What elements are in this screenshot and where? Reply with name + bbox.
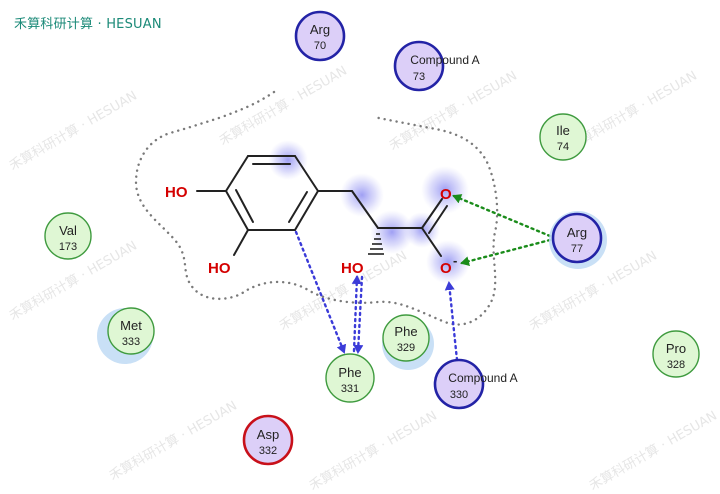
residue-number: 330 [450, 389, 468, 401]
ring-bond [225, 190, 249, 231]
residue-arg77[interactable]: Arg 77 [549, 211, 607, 269]
bond-c-oh-bottom [233, 229, 249, 256]
residue-met333[interactable]: Met 333 [97, 307, 155, 364]
atom-ho-bottom: HO [208, 260, 231, 277]
residue-compound-a-330[interactable]: Compound A 330 [433, 358, 518, 410]
residue-ile74[interactable]: Ile 74 [539, 113, 587, 161]
residue-name: Met [120, 318, 142, 333]
residue-phe331[interactable]: Phe 331 [325, 353, 375, 403]
atom-charge: - [453, 253, 457, 268]
brand-label: 禾算科研计算 · HESUAN [14, 17, 162, 32]
atom-ho-top: HO [165, 184, 188, 201]
residue-name: Arg [567, 225, 587, 240]
residue-number: 332 [259, 445, 277, 457]
ring-double-bond [288, 191, 308, 223]
residue-name: Phe [338, 365, 361, 380]
ring-bond [294, 190, 319, 231]
residue-pro328[interactable]: Pro 328 [652, 330, 700, 378]
atom-o-carbonyl: O [440, 186, 452, 203]
residue-name: Asp [257, 427, 279, 442]
exposure-glow [404, 212, 440, 248]
residue-asp332[interactable]: Asp 332 [242, 414, 294, 466]
residue-number: 328 [667, 359, 685, 371]
bond-ch2-ch [351, 190, 379, 229]
residues: Arg 70 Compound A 73 Ile 74 Val 173 [44, 10, 700, 466]
residue-name: Compound A [448, 371, 517, 385]
residue-name: Compound A [410, 53, 479, 67]
hbond-blue [444, 281, 459, 362]
ring-double-bond [235, 189, 254, 223]
residue-number: 333 [122, 336, 140, 348]
residue-phe329[interactable]: Phe 329 [382, 314, 434, 370]
ligand-labels: HO HO HO O O - [165, 184, 457, 277]
pocket-outline [134, 90, 499, 326]
residue-name: Ile [556, 123, 570, 138]
interaction-diagram: 禾算科研计算 · HESUAN 禾算科研计算 · HESUAN 禾算科研计算 ·… [7, 10, 720, 494]
residue-compound-a-73[interactable]: Compound A 73 [393, 40, 480, 92]
stereo-hash-bond [368, 233, 384, 255]
bond-c-o-double [421, 198, 443, 229]
residue-number: 73 [413, 71, 425, 83]
bond-c-o-single [421, 227, 442, 257]
exposure-glow [370, 210, 414, 254]
hbond-green [452, 194, 552, 238]
residue-number: 70 [314, 40, 326, 52]
bond-c-o-double-2 [428, 205, 448, 234]
residue-number: 329 [397, 342, 415, 354]
residue-name: Phe [394, 324, 417, 339]
atom-ho-chiral: HO [341, 260, 364, 277]
ring-bond [294, 155, 319, 192]
residue-number: 74 [557, 141, 569, 153]
hbond-blue [353, 275, 364, 354]
residue-number: 331 [341, 383, 359, 395]
hbond-blue [351, 275, 362, 353]
residue-val173[interactable]: Val 173 [44, 212, 92, 260]
exposure-glow [340, 173, 384, 217]
atom-o-carboxylate: O [440, 260, 452, 277]
interaction-lines [294, 194, 552, 362]
ligand-bonds [196, 155, 448, 257]
hbond-green [460, 238, 552, 267]
exposure-glow [268, 140, 308, 180]
residue-name: Pro [666, 341, 686, 356]
residue-name: Val [59, 223, 77, 238]
ring-bond [225, 155, 249, 192]
residue-number: 77 [571, 243, 583, 255]
residue-name: Arg [310, 22, 330, 37]
diagram-canvas: HO HO HO O O - Arg 70 [44, 10, 700, 466]
hbond-blue [294, 230, 347, 354]
residue-arg70[interactable]: Arg 70 [294, 10, 346, 62]
residue-number: 173 [59, 241, 77, 253]
